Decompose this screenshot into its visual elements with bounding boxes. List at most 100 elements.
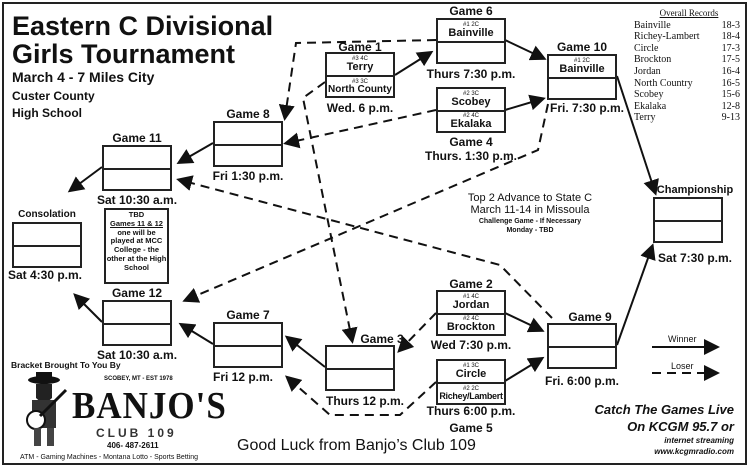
seed: #1 2C	[462, 22, 479, 28]
loser-line	[301, 81, 358, 344]
game-1-label: Game 1	[338, 40, 382, 54]
winner-line	[616, 75, 659, 196]
record-row: Circle 17-3	[634, 43, 740, 55]
seed: #1 2C	[573, 58, 590, 64]
winner-line	[504, 356, 545, 382]
game-7-box	[213, 322, 283, 368]
game-12-time: Sat 10:30 a.m.	[96, 348, 178, 362]
game-1-time: Wed. 6 p.m.	[326, 101, 394, 115]
record-team: Scobey	[634, 89, 664, 101]
record-row: Jordan 16-4	[634, 66, 740, 78]
title-line1: Eastern C Divisional	[12, 11, 274, 41]
sponsor-intro: Bracket Brought To You By	[11, 360, 121, 370]
sponsor-tagline: SCOBEY, MT - EST 1978	[104, 376, 173, 382]
record-team: North Country	[634, 77, 693, 89]
winner-line	[176, 142, 214, 164]
seed: #1 4C	[462, 294, 479, 300]
team: Brockton	[446, 321, 496, 333]
team: Scobey	[451, 96, 491, 108]
record-value: 18-3	[721, 19, 740, 31]
team: Ekalaka	[450, 118, 492, 130]
loser-line	[397, 312, 437, 353]
record-row: Bainville 18-3	[634, 20, 740, 32]
seed: #3 4C	[351, 56, 368, 62]
record-value: 17-3	[721, 42, 740, 54]
state-line2: March 11-14 in Missoula	[470, 204, 590, 216]
consolation-box	[12, 222, 82, 268]
tbd-title: TBD	[128, 210, 145, 219]
record-team: Circle	[634, 42, 659, 54]
tbd-detail: one will be played at MCC College - the …	[106, 227, 167, 272]
title-line2: Girls Tournament	[12, 39, 236, 69]
game-6-time: Thurs 7:30 p.m.	[426, 67, 516, 81]
sponsor-name: BANJO'S	[72, 384, 227, 427]
sponsor-services: ATM - Gaming Machines - Montana Lotto - …	[20, 454, 199, 461]
game-11-box	[102, 145, 172, 191]
team: Jordan	[452, 299, 490, 311]
state-note: Top 2 Advance to State C March 11-14 in …	[430, 192, 630, 234]
records-heading: Overall Records	[659, 8, 719, 18]
winner-line	[67, 166, 103, 193]
game-3-box	[325, 345, 395, 391]
seed: #2 2C	[462, 386, 479, 392]
game-4-label: Game 4	[449, 135, 493, 149]
team: Bainville	[559, 63, 605, 75]
seed: #2 3C	[462, 91, 479, 97]
team: Terry	[346, 61, 374, 73]
radio-line1: Catch The Games Live	[594, 402, 734, 417]
winner-line	[73, 293, 103, 323]
record-value: 15-6	[721, 89, 740, 101]
game-9-box	[547, 323, 617, 369]
sponsor-phone: 406- 487-2611	[107, 441, 159, 450]
legend-loser: Loser	[671, 361, 694, 371]
banjo-player-logo	[26, 372, 68, 446]
game-8-time: Fri 1:30 p.m.	[212, 169, 284, 183]
radio-line2: On KCGM 95.7 or	[627, 419, 734, 434]
game-2-label: Game 2	[449, 277, 493, 291]
seed: #1 3C	[462, 363, 479, 369]
record-value: 9-13	[721, 112, 740, 124]
challenge-date: Monday - TBD	[506, 227, 554, 234]
state-line1: Top 2 Advance to State C	[467, 192, 593, 204]
consolation-label: Consolation	[18, 209, 76, 220]
game-6-label: Game 6	[449, 4, 493, 18]
loser-line	[284, 375, 437, 416]
game-9-time: Fri. 6:00 p.m.	[544, 374, 620, 388]
radio-line3: internet streaming	[664, 436, 734, 445]
record-team: Richey-Lambert	[634, 31, 700, 43]
team: Richey/Lambert	[439, 391, 503, 401]
record-value: 16-4	[721, 65, 740, 77]
game-2-time: Wed 7:30 p.m.	[430, 338, 512, 352]
game-3-label: Game 3	[360, 332, 404, 346]
team: Bainville	[448, 27, 494, 39]
game-4-time: Thurs. 1:30 p.m.	[424, 149, 518, 163]
game-11-time: Sat 10:30 a.m.	[96, 193, 178, 207]
record-team: Brockton	[634, 54, 672, 66]
winner-line	[504, 94, 546, 111]
game-3-time: Thurs 12 p.m.	[325, 394, 405, 408]
consolation-time: Sat 4:30 p.m.	[7, 268, 83, 282]
team: Circle	[455, 368, 487, 380]
championship-label: Championship	[656, 184, 734, 196]
winner-line	[394, 50, 434, 76]
winner-line	[178, 322, 214, 345]
record-value: 12-8	[721, 100, 740, 112]
radio-url: www.kcgmradio.com	[654, 447, 734, 456]
sponsor-club: CLUB 109	[96, 426, 177, 440]
seed: #3 3C	[351, 78, 368, 85]
winner-line	[284, 335, 326, 368]
record-team: Jordan	[634, 65, 661, 77]
record-team: Bainville	[634, 19, 671, 31]
